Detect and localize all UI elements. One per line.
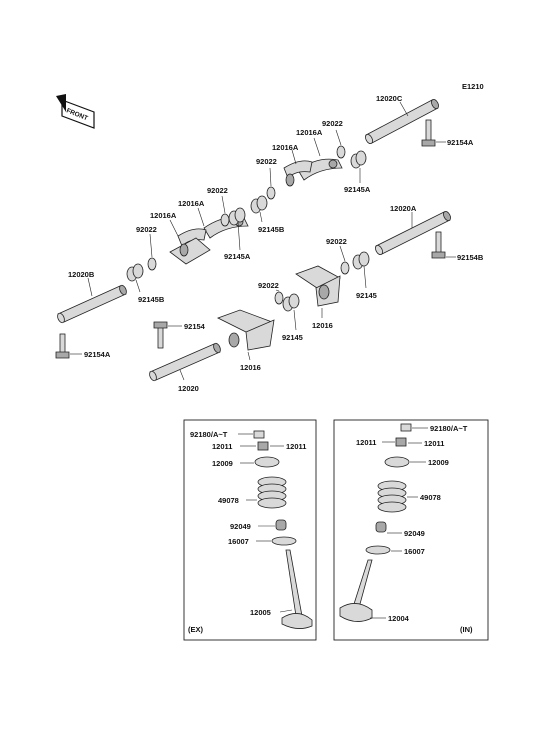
spring-92022-5 bbox=[340, 261, 350, 275]
in-retainer bbox=[384, 456, 410, 468]
callout-ex-seat: 16007 bbox=[228, 537, 249, 546]
bolt-92154a-top bbox=[421, 119, 436, 147]
callout-12016a-2: 12016A bbox=[272, 143, 299, 152]
rocker-shaft-12020a bbox=[375, 210, 451, 256]
callout-ex-collet: 12011 bbox=[212, 442, 232, 451]
washer-92145-5 bbox=[352, 251, 370, 270]
callout-12020b: 12020B bbox=[68, 270, 95, 279]
callout-12016-6: 12016 bbox=[312, 321, 333, 330]
callout-in-valve: 12004 bbox=[388, 614, 410, 623]
callout-ex-spring: 49078 bbox=[218, 496, 239, 505]
callout-92145-5: 92145 bbox=[356, 291, 377, 300]
callout-92145a-top: 92145A bbox=[344, 185, 371, 194]
in-valve bbox=[339, 559, 373, 622]
callout-92154a-top: 92154A bbox=[447, 138, 474, 147]
in-valve-box: (IN) 92180/A~T 12011 12011 12009 49078 9… bbox=[333, 419, 489, 641]
callout-in-spring: 49078 bbox=[420, 493, 441, 502]
callout-92145a-3: 92145A bbox=[224, 252, 251, 261]
washer-92145-6 bbox=[282, 293, 300, 312]
washer-92145b-2 bbox=[250, 195, 268, 214]
rocker-shaft-12020 bbox=[149, 342, 221, 382]
ex-valve-spring bbox=[257, 476, 287, 509]
spring-92022-6 bbox=[274, 291, 284, 305]
in-seal bbox=[375, 521, 387, 533]
rocker-shaft-12020b bbox=[57, 284, 127, 324]
callout-ex-collet-b: 12011 bbox=[286, 442, 306, 451]
ex-keeper bbox=[253, 430, 265, 439]
callout-92022-6: 92022 bbox=[258, 281, 279, 290]
rocker-arm-12016a-top bbox=[283, 158, 343, 187]
rocker-arm-12016-lower bbox=[216, 309, 275, 351]
callout-92145-6: 92145 bbox=[282, 333, 303, 342]
callout-12016a-3: 12016A bbox=[178, 199, 205, 208]
spring-92022-2 bbox=[266, 186, 276, 200]
in-valve-spring bbox=[377, 480, 407, 513]
page-code: E1210 bbox=[462, 82, 484, 91]
callout-92145b-2: 92145B bbox=[258, 225, 285, 234]
callout-12016a-4: 12016A bbox=[150, 211, 177, 220]
in-keeper bbox=[400, 423, 412, 432]
ex-valve-box: (EX) 92180/A~T 12011 12011 12009 49078 9… bbox=[183, 419, 317, 641]
in-box-label: (IN) bbox=[460, 625, 473, 634]
front-arrow-icon: FRONT bbox=[56, 94, 95, 129]
callout-92022-4: 92022 bbox=[136, 225, 157, 234]
callout-in-collet-b: 12011 bbox=[424, 439, 444, 448]
callout-92145b-left: 92145B bbox=[138, 295, 165, 304]
callout-92154a-left: 92154A bbox=[84, 350, 111, 359]
callout-ex-keeper: 92180/A~T bbox=[190, 430, 228, 439]
callout-12016a-top: 12016A bbox=[296, 128, 323, 137]
ex-valve bbox=[281, 549, 313, 629]
callout-in-seat: 16007 bbox=[404, 547, 425, 556]
callout-ex-seal: 92049 bbox=[230, 522, 251, 531]
bolt-92154 bbox=[153, 321, 168, 349]
callout-12020a: 12020A bbox=[390, 204, 417, 213]
callout-92022-top: 92022 bbox=[322, 119, 343, 128]
ex-collet bbox=[257, 441, 269, 451]
callout-in-collet: 12011 bbox=[356, 438, 376, 447]
spring-92022-4 bbox=[147, 257, 157, 271]
ex-seat bbox=[271, 536, 297, 546]
washer-92145a-3 bbox=[228, 207, 246, 226]
callout-92022-5: 92022 bbox=[326, 237, 347, 246]
callout-92154b: 92154B bbox=[457, 253, 484, 262]
callout-12016-7: 12016 bbox=[240, 363, 261, 372]
callout-in-keeper: 92180/A~T bbox=[430, 424, 468, 433]
rocker-shaft-12020c bbox=[365, 98, 439, 145]
bolt-92154b bbox=[431, 231, 446, 259]
callout-12020c: 12020C bbox=[376, 94, 403, 103]
washer-92145b-left bbox=[126, 263, 144, 282]
callout-in-seal: 92049 bbox=[404, 529, 425, 538]
callout-ex-valve: 12005 bbox=[250, 608, 271, 617]
in-seat bbox=[365, 545, 391, 555]
spring-92022-3 bbox=[220, 213, 230, 227]
callout-92022-3: 92022 bbox=[207, 186, 228, 195]
in-collet bbox=[395, 437, 407, 447]
callout-12020: 12020 bbox=[178, 384, 199, 393]
ex-box-label: (EX) bbox=[188, 625, 204, 634]
callout-in-retainer: 12009 bbox=[428, 458, 449, 467]
callout-92022-2: 92022 bbox=[256, 157, 277, 166]
spring-92022-top bbox=[336, 145, 346, 159]
ex-seal bbox=[275, 519, 287, 531]
bolt-92154a-left bbox=[55, 333, 70, 359]
callout-ex-retainer: 12009 bbox=[212, 459, 233, 468]
callout-92154: 92154 bbox=[184, 322, 206, 331]
rocker-arm-12016-right bbox=[295, 265, 341, 307]
ex-retainer bbox=[254, 456, 280, 468]
washer-92145a-top bbox=[350, 150, 367, 169]
